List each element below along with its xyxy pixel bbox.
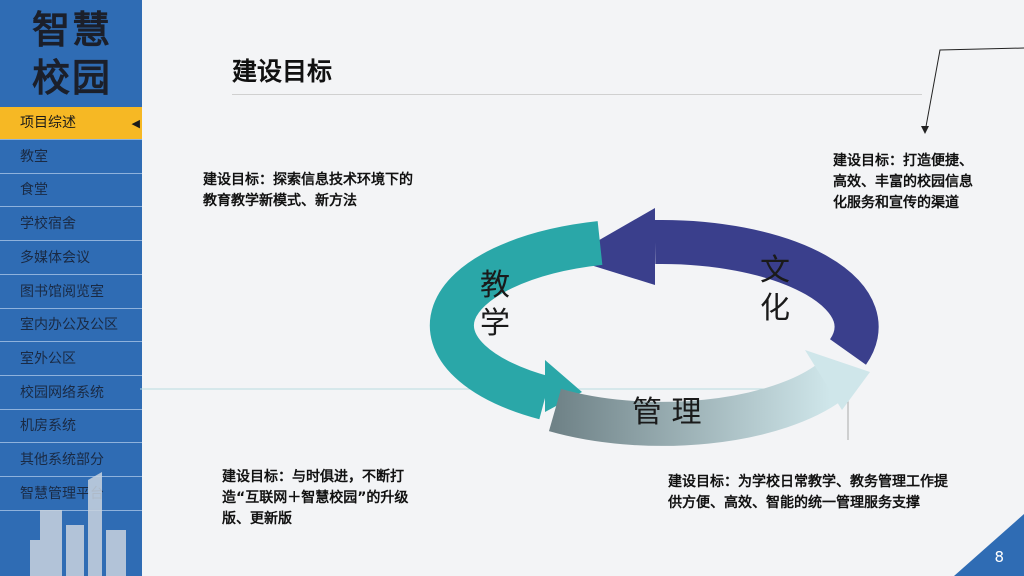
sidebar-item[interactable]: 项目综述 ◀ [0, 107, 142, 140]
teaching-arrow [429, 221, 603, 420]
culture-label: 文化 [760, 253, 790, 326]
sidebar-item-label: 机房系统 [20, 418, 76, 435]
note-bottom-right: 建设目标：为学校日常教学、教务管理工作提供方便、高效、智能的统一管理服务支撑 [668, 474, 948, 511]
sidebar-item-label: 校园网络系统 [20, 384, 104, 401]
management-arrow [548, 364, 844, 446]
note-top-right: 建设目标：打造便捷、高效、丰富的校园信息化服务和宣传的渠道 [833, 153, 973, 211]
sidebar-item-label: 多媒体会议 [20, 249, 90, 266]
sidebar-item-label: 教室 [20, 148, 48, 165]
sidebar-item[interactable]: 智慧管理平台 [0, 478, 142, 511]
connector-line [924, 47, 1024, 133]
sidebar-item-label: 项目综述 [20, 115, 76, 131]
logo: 智慧校园 [32, 8, 113, 100]
sidebar-item-label: 室外公区 [20, 350, 76, 367]
sidebar-item-label: 室内办公及公区 [20, 317, 118, 334]
sidebar: 智慧校园 项目综述 ◀ 教室食堂学校宿舍多媒体会议图书馆阅览室室内办公及公区室外公区… [0, 0, 142, 576]
sidebar-item-label: 学校宿舍 [20, 216, 76, 233]
note-bottom-left: 建设目标：与时俱进，不断打造“互联网＋智慧校园”的升级版、更新版 [222, 469, 409, 527]
note-top-left: 建设目标：探索信息技术环境下的教育教学新模式、新方法 [203, 172, 413, 209]
sidebar-item[interactable]: 机房系统 [0, 410, 142, 444]
sidebar-item-label: 智慧管理平台 [20, 485, 104, 502]
city-skyline-image [30, 472, 126, 576]
sidebar-item-label: 其他系统部分 [20, 452, 104, 468]
sidebar-item[interactable]: 图书馆阅览室 [0, 276, 142, 309]
page-corner [954, 514, 1024, 576]
sidebar-item-label: 图书馆阅览室 [20, 283, 104, 300]
sidebar-item[interactable]: 食堂 [0, 174, 142, 208]
sidebar-item[interactable]: 室内办公及公区 [0, 309, 142, 343]
sidebar-item[interactable]: 学校宿舍 [0, 208, 142, 242]
sidebar-item-label: 食堂 [20, 182, 48, 199]
sidebar-item[interactable]: 多媒体会议 [0, 242, 142, 275]
sidebar-item[interactable]: 校园网络系统 [0, 377, 142, 410]
teaching-label: 教学 [480, 268, 510, 341]
slide-title: 建设目标 [232, 57, 333, 86]
culture-arrow [654, 219, 879, 365]
management-label: 管 理 [632, 395, 702, 430]
caret-left-icon: ◀ [131, 117, 140, 130]
divider [232, 94, 922, 95]
page-number: 8 [994, 548, 1004, 566]
sidebar-item[interactable]: 室外公区 [0, 343, 142, 376]
sidebar-item[interactable]: 教室 [0, 141, 142, 174]
sidebar-item[interactable]: 其他系统部分 [0, 444, 142, 477]
